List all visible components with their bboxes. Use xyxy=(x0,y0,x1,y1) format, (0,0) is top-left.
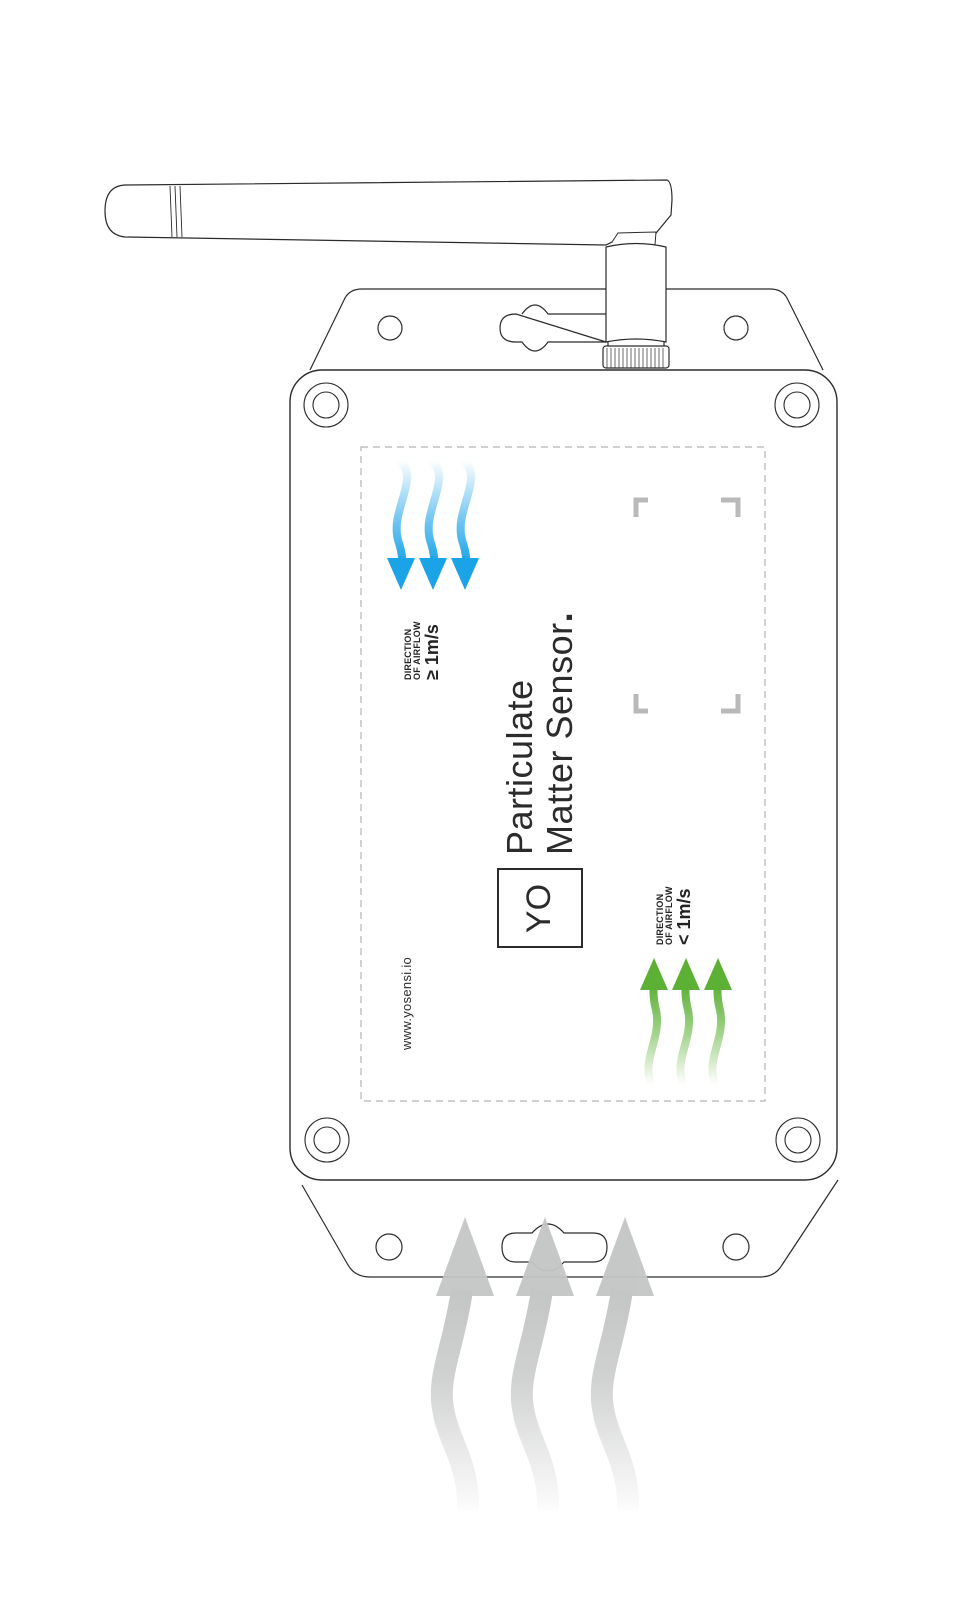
airflow-low-line2: OF AIRFLOW xyxy=(664,886,674,945)
airflow-low-speed: < 1m/s xyxy=(674,888,694,945)
product-title: Particulate Matter Sensor. xyxy=(499,611,580,855)
mount-flange-bottom xyxy=(301,1179,839,1278)
title-line-1: Particulate xyxy=(499,679,540,855)
sensor-window-marks xyxy=(633,497,741,714)
label-area xyxy=(360,446,766,1102)
mount-flange-top xyxy=(309,288,824,371)
title-line-2: Matter Sensor xyxy=(539,622,580,855)
antenna xyxy=(104,179,673,369)
website-url: www.yosensi.io xyxy=(399,956,414,1050)
corner-screws xyxy=(303,382,821,1163)
airflow-high-label: DIRECTION OF AIRFLOW ≥ 1m/s xyxy=(403,621,442,680)
wavy-arrows-up-icon xyxy=(644,981,726,1089)
wavy-arrows-intake-icon xyxy=(430,1288,640,1511)
airflow-high-speed: ≥ 1m/s xyxy=(422,624,442,680)
airflow-high-line2: OF AIRFLOW xyxy=(412,621,422,680)
airflow-low-label: DIRECTION OF AIRFLOW < 1m/s xyxy=(655,886,694,945)
title-dot: . xyxy=(539,611,580,623)
wavy-arrows-down-icon xyxy=(392,456,475,569)
brand-logo-text: YO xyxy=(520,883,559,933)
brand-logo: YO xyxy=(497,868,583,948)
device-body xyxy=(289,369,838,1181)
